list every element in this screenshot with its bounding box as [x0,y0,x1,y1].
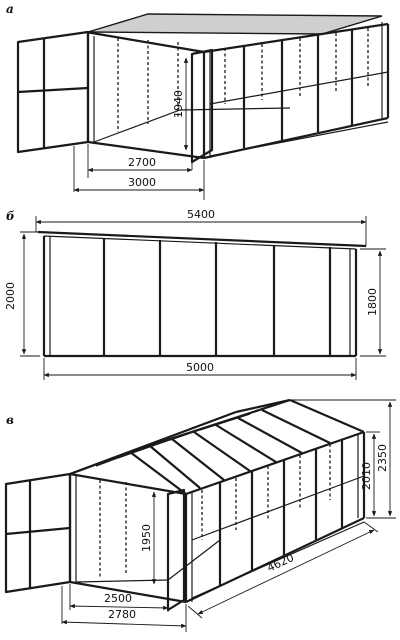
panel-c: в [4,398,396,632]
panel-c-dim-side-height: 2010 [360,462,373,490]
panel-a-dim-outer-width: 3000 [128,176,156,189]
panel-a-label: а [6,2,14,16]
panel-a-dim-height: 1940 [172,90,185,118]
panel-b-dim-roof-length: 5400 [187,208,215,221]
panel-c-left-door [4,472,72,594]
panel-a: а [6,2,390,200]
panel-c-label: в [6,413,14,427]
panel-c-dim-ridge-height: 2350 [376,444,389,472]
panel-c-front-gable [68,450,188,496]
panel-a-door-frame [190,48,214,164]
panel-c-dim-door-height: 1950 [140,524,153,552]
panel-b-dim-left-height: 2000 [4,282,17,310]
panel-a-right-top [203,22,389,54]
panel-c-dim-length: 4620 [265,551,296,575]
panel-c-dim-inner-width: 2500 [104,592,132,605]
panel-b-dim-base-length: 5000 [186,361,214,374]
panel-a-dim-inner-width: 2700 [128,156,156,169]
panel-b-roof-line [37,230,367,248]
panel-b-dim-right-height: 1800 [366,288,379,316]
panel-a-front-top [85,30,205,54]
panel-b: б 5400 2000 1800 5000 [4,208,386,380]
panel-a-roof [87,13,383,35]
panel-c-door-frame [166,488,186,612]
panel-c-dim-outer-width: 2780 [108,608,136,621]
panel-b-label: б [6,209,15,223]
panel-a-left-door [16,30,90,154]
